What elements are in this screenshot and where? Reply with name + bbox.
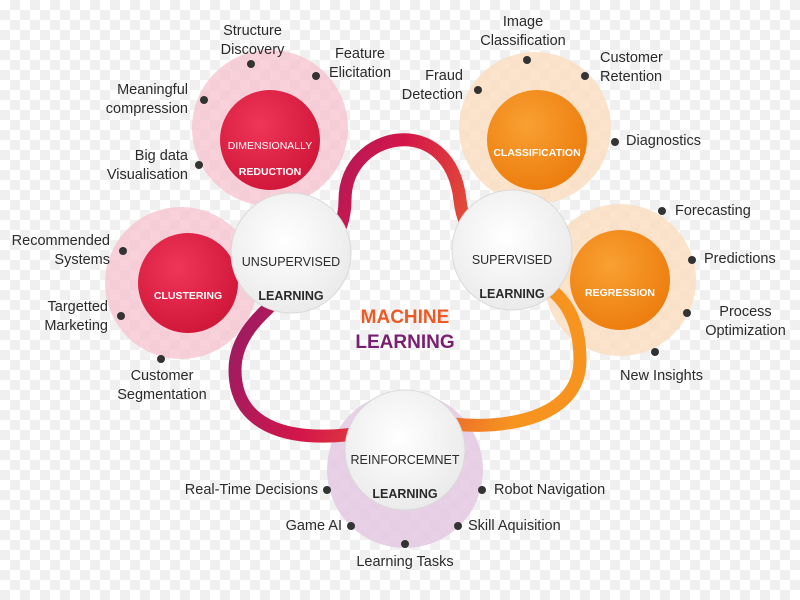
label-fraud-detection: Fraud Detection (401, 68, 463, 103)
clustering-text: CLUSTERING (153, 290, 223, 302)
title-line2: LEARNING (355, 332, 455, 353)
label-process-optimization: Process Optimization (705, 304, 786, 339)
dot-customer-retention (581, 72, 589, 80)
dot-learning-tasks (401, 540, 409, 548)
dot-skill-aquisition (454, 522, 462, 530)
label-real-time-decisions: Real-Time Decisions (184, 482, 318, 498)
dot-structure-discovery (247, 60, 255, 68)
label-customer-retention: Customer Retention (600, 50, 663, 85)
label-recommended-systems: Recommended Systems (11, 233, 110, 268)
reinforcement-hub (344, 389, 466, 511)
supervised-hub-text: SUPERVISED LEARNING (471, 253, 553, 301)
label-structure-discovery: Structure Discovery (220, 23, 285, 58)
classification-circle (487, 90, 587, 190)
label-skill-aquisition: Skill Aquisition (468, 518, 561, 534)
regression-text: REGRESSION (584, 287, 655, 299)
dimensionality-reduction-circle (220, 90, 320, 190)
dot-recommended-systems (119, 247, 127, 255)
dot-diagnostics (611, 138, 619, 146)
regression-circle (570, 230, 670, 330)
label-customer-segmentation: Customer Segmentation (117, 368, 207, 403)
dot-customer-segmentation (157, 355, 165, 363)
dot-predictions (688, 256, 696, 264)
reinforcement-hub-text: REINFORCEMNET LEARNING (350, 453, 460, 501)
clustering-circle (138, 233, 238, 333)
dot-game-ai (347, 522, 355, 530)
label-new-insights: New Insights (620, 368, 704, 384)
label-game-ai: Game AI (285, 518, 342, 534)
unsupervised-hub-text: UNSUPERVISED LEARNING (241, 255, 341, 303)
dot-new-insights (651, 348, 659, 356)
label-predictions: Predictions (704, 251, 776, 267)
title-line1: MACHINE (360, 307, 450, 328)
dot-forecasting (658, 207, 666, 215)
label-big-data-visualisation: Big data Visualisation (106, 148, 188, 183)
dot-fraud-detection (474, 86, 482, 94)
label-forecasting: Forecasting (675, 203, 751, 219)
connector-dots (117, 56, 696, 548)
dot-robot-navigation (478, 486, 486, 494)
dot-process-optimization (683, 309, 691, 317)
supervised-hub (451, 189, 573, 311)
learning-ribbon (228, 133, 587, 443)
label-diagnostics: Diagnostics (626, 133, 701, 149)
label-feature-elicitation: Feature Elicitation (328, 46, 392, 81)
dot-image-classification (523, 56, 531, 64)
diagram-title: MACHINE LEARNING (330, 305, 480, 355)
unsupervised-hub (230, 192, 352, 314)
dot-targetted-marketing (117, 312, 125, 320)
label-targetted-marketing: Targetted Marketing (44, 299, 108, 334)
dot-real-time (323, 486, 331, 494)
label-image-classification: Image Classification (480, 14, 566, 49)
dot-big-data (195, 161, 203, 169)
classification-text: CLASSIFICATION (493, 147, 581, 159)
label-robot-navigation: Robot Navigation (494, 482, 606, 498)
label-meaningful-compression: Meaningful compression (105, 82, 188, 117)
dimensionality-reduction-text: DIMENSIONALLY REDUCTION (227, 140, 313, 178)
dot-feature-elicitation (312, 72, 320, 80)
label-learning-tasks: Learning Tasks (356, 554, 454, 570)
dot-meaningful-compression (200, 96, 208, 104)
